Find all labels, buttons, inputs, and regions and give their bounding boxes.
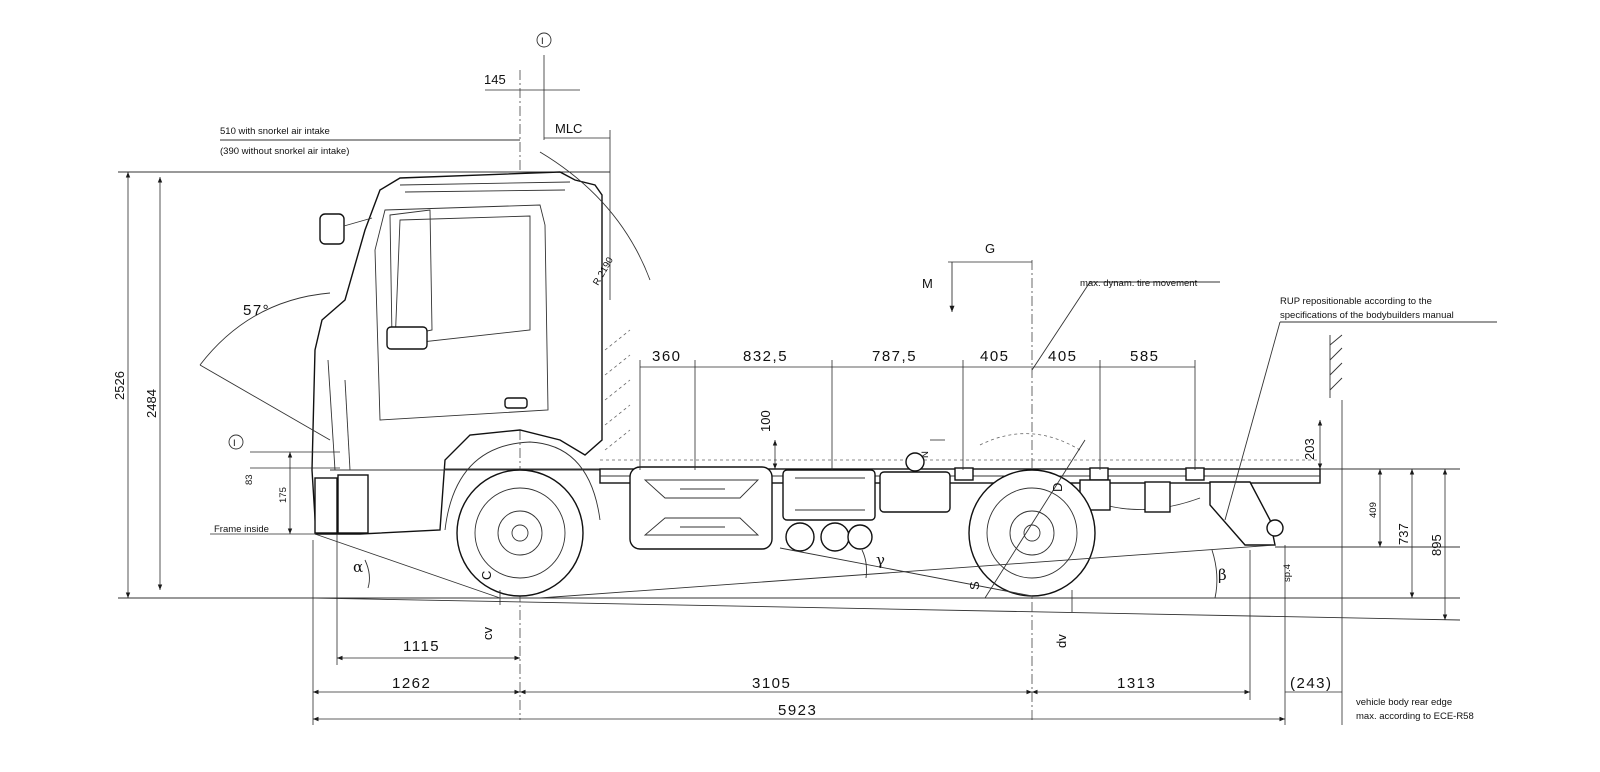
label-C: C bbox=[479, 571, 494, 580]
dim-737: 737 bbox=[1396, 523, 1411, 545]
note-body-edge-2: max. according to ECE-R58 bbox=[1356, 711, 1474, 722]
label-alpha: α bbox=[353, 558, 363, 576]
dim-1115: 1115 bbox=[403, 638, 440, 655]
label-beta: β bbox=[1218, 566, 1227, 584]
note-snorkel-with: 510 with snorkel air intake bbox=[220, 126, 330, 137]
label-G: G bbox=[985, 241, 995, 256]
air-tank-1 bbox=[785, 522, 815, 552]
top-dimensions: 145 MLC 510 with snorkel air intake (390… bbox=[220, 32, 1454, 470]
dim-5923: 5923 bbox=[778, 702, 817, 719]
dim-360: 360 bbox=[652, 348, 682, 365]
marker-i-top: I bbox=[541, 36, 544, 47]
front-mirror bbox=[386, 326, 428, 350]
dim-585: 585 bbox=[1130, 348, 1160, 365]
dim-3105: 3105 bbox=[752, 675, 791, 692]
dim-895: 895 bbox=[1429, 534, 1444, 556]
note-rup-1: RUP repositionable according to the bbox=[1280, 296, 1432, 307]
dim-2484: 2484 bbox=[144, 389, 159, 418]
rear-underrun-protection bbox=[1209, 481, 1276, 546]
label-gamma: γ bbox=[876, 551, 885, 569]
cab-outline bbox=[311, 171, 603, 535]
dim-1262: 1262 bbox=[392, 675, 431, 692]
note-max-dyn-tire: max. dynam. tire movement bbox=[1080, 278, 1198, 289]
dim-175: 175 bbox=[278, 487, 289, 503]
note-snorkel-without: (390 without snorkel air intake) bbox=[220, 146, 349, 157]
cab-door bbox=[374, 204, 549, 421]
dim-83: 83 bbox=[244, 474, 255, 485]
fuel-tank bbox=[629, 466, 773, 550]
label-D: D bbox=[1050, 483, 1065, 492]
label-M: M bbox=[922, 276, 933, 291]
vertical-dimensions: 2526 2484 I 83 175 Frame inside 100 N D … bbox=[112, 172, 1448, 648]
note-frame-inside: Frame inside bbox=[214, 524, 269, 535]
label-sp4: sp.4 bbox=[1282, 564, 1293, 582]
dim-409: 409 bbox=[1368, 502, 1379, 518]
dim-405-a: 405 bbox=[980, 348, 1010, 365]
note-body-edge-1: vehicle body rear edge bbox=[1356, 697, 1452, 708]
body-edge-hatch bbox=[1329, 334, 1343, 398]
label-S: S bbox=[967, 581, 982, 590]
side-mirror bbox=[319, 213, 345, 245]
note-rup-2: specifications of the bodybuilders manua… bbox=[1280, 310, 1454, 321]
label-angle-57: 57° bbox=[243, 302, 270, 319]
front-wheel bbox=[456, 469, 584, 597]
dim-832-5: 832,5 bbox=[743, 348, 788, 365]
dim-405-b: 405 bbox=[1048, 348, 1078, 365]
truck-side-view bbox=[311, 171, 1343, 597]
dim-203: 203 bbox=[1302, 438, 1317, 460]
dim-2526: 2526 bbox=[112, 371, 127, 400]
dim-1313: 1313 bbox=[1117, 675, 1156, 692]
label-dv: dv bbox=[1054, 634, 1069, 648]
front-bumper bbox=[314, 477, 338, 534]
dim-243: (243) bbox=[1290, 675, 1333, 692]
dim-145: 145 bbox=[484, 72, 506, 87]
label-mlc: MLC bbox=[555, 121, 582, 136]
marker-i-left: I bbox=[233, 438, 236, 449]
dim-100: 100 bbox=[758, 410, 773, 432]
bottom-dimensions: 1115 1262 3105 1313 (243) 5923 vehicle b… bbox=[312, 400, 1474, 725]
label-N: N bbox=[920, 451, 931, 458]
label-cv: cv bbox=[480, 627, 495, 641]
dim-787-5: 787,5 bbox=[872, 348, 917, 365]
rear-wheel bbox=[968, 469, 1096, 597]
angle-lines bbox=[199, 151, 1497, 599]
battery-box bbox=[782, 469, 876, 521]
air-tank-2 bbox=[820, 522, 850, 552]
